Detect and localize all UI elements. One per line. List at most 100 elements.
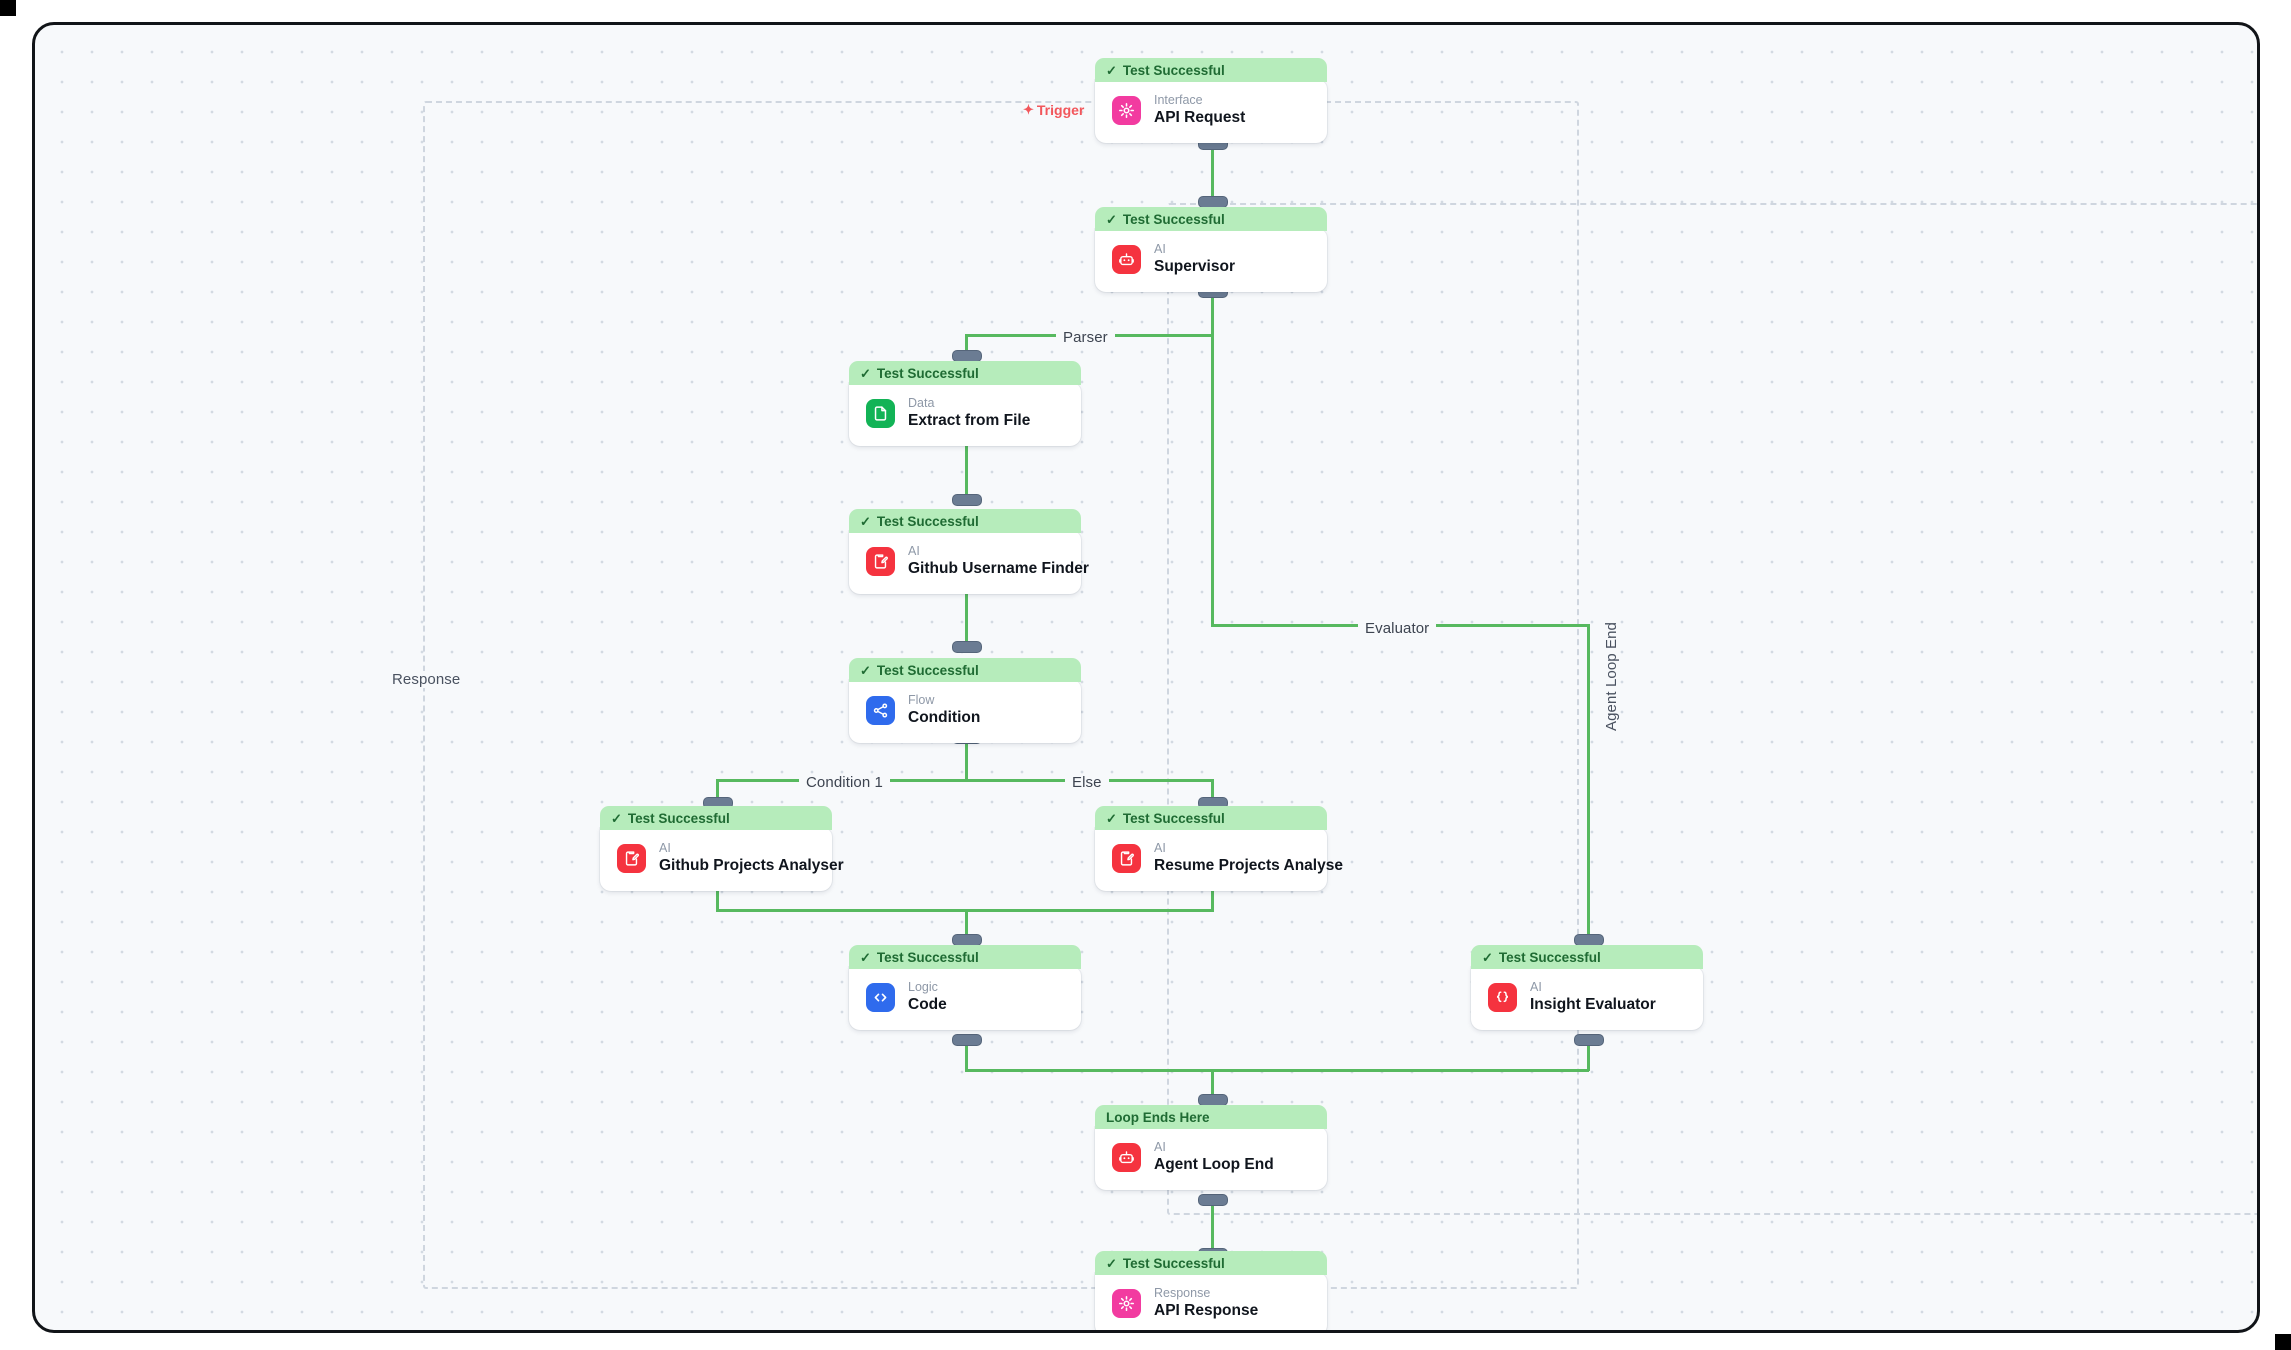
gear-icon	[1112, 95, 1141, 125]
node-status-label: Test Successful	[1122, 211, 1225, 227]
response-scope-label: Response	[385, 671, 468, 688]
node-body[interactable]: Logic Code	[849, 967, 1081, 1030]
node-status-banner: ✓ Test Successful	[849, 509, 1081, 533]
node-resume-projects-analyse[interactable]: ✓ Test Successful AI Resume Projects Ana…	[1095, 806, 1343, 891]
node-title: Supervisor	[1154, 258, 1235, 276]
node-kind: Interface	[1154, 93, 1203, 107]
node-status-label: Test Successful	[876, 365, 979, 381]
node-status-banner: ✓ Test Successful	[849, 945, 1081, 969]
node-title: Extract from File	[908, 412, 1031, 430]
edge-agent-loop-end-to-api-response	[1211, 1199, 1214, 1253]
node-text: AI Agent Loop End	[1154, 1140, 1274, 1175]
node-title: Resume Projects Analyse	[1154, 857, 1343, 875]
check-icon: ✓	[1106, 1255, 1117, 1271]
handle-username-finder-in[interactable]	[952, 494, 982, 506]
node-supervisor[interactable]: ✓ Test Successful AI Supervisor	[1095, 207, 1327, 292]
branch-icon	[866, 695, 895, 725]
handle-code-out[interactable]	[952, 1034, 982, 1046]
node-kind: AI	[1530, 980, 1542, 994]
edge-code-down	[965, 1039, 968, 1071]
check-icon: ✓	[611, 810, 622, 826]
check-icon: ✓	[1106, 62, 1117, 78]
node-body[interactable]: AI Github Projects Analyser	[600, 828, 844, 891]
edge-supervisor-to-evaluator	[1211, 291, 1214, 626]
edge-label-evaluator: Evaluator	[1358, 620, 1437, 637]
edge-extract-to-username-finder	[965, 437, 968, 499]
node-text: AI Supervisor	[1154, 242, 1235, 277]
node-text: AI Insight Evaluator	[1530, 980, 1656, 1015]
node-kind: AI	[908, 544, 920, 558]
node-body[interactable]: Interface API Request	[1095, 80, 1327, 143]
sparkle-icon: ✦	[1023, 102, 1034, 117]
node-body[interactable]: AI Github Username Finder	[849, 531, 1089, 594]
edge-condition-branch-left	[716, 779, 719, 802]
node-text: AI Github Username Finder	[908, 544, 1089, 579]
node-status-banner: ✓ Test Successful	[1095, 207, 1327, 231]
edge-condition-branch-right	[1211, 779, 1214, 802]
node-status-banner: ✓ Test Successful	[1095, 806, 1327, 830]
check-icon: ✓	[1106, 211, 1117, 227]
edge-to-agent-loop-end	[1211, 1069, 1214, 1098]
node-status-banner: ✓ Test Successful	[1095, 58, 1327, 82]
node-status-banner: ✓ Test Successful	[600, 806, 832, 830]
node-status-label: Test Successful	[876, 949, 979, 965]
node-condition[interactable]: ✓ Test Successful Flow Condition	[849, 658, 1081, 743]
page-corner-top-left	[0, 0, 16, 16]
check-icon: ✓	[860, 513, 871, 529]
trigger-label: Trigger	[1036, 102, 1085, 118]
node-status-label: Loop Ends Here	[1106, 1109, 1210, 1125]
node-kind: AI	[1154, 841, 1166, 855]
node-text: Data Extract from File	[908, 396, 1030, 431]
node-code[interactable]: ✓ Test Successful Logic Code	[849, 945, 1081, 1030]
note-edit-icon	[617, 843, 646, 873]
check-icon: ✓	[1106, 810, 1117, 826]
agent-loop-scope-boundary	[1167, 203, 2257, 1215]
node-body[interactable]: Flow Condition	[849, 680, 1081, 743]
response-scope-boundary	[423, 101, 1579, 1289]
node-kind: Logic	[908, 980, 938, 994]
node-github-username-finder[interactable]: ✓ Test Successful AI Github Username Fin…	[849, 509, 1089, 594]
node-body[interactable]: Data Extract from File	[849, 383, 1081, 446]
node-body[interactable]: Response API Response	[1095, 1273, 1327, 1330]
note-edit-icon	[866, 546, 895, 576]
handle-agent-loop-end-out[interactable]	[1198, 1194, 1228, 1206]
edge-loop-return-horizontal	[965, 1069, 1589, 1072]
node-status-label: Test Successful	[876, 513, 979, 529]
node-github-projects-analyser[interactable]: ✓ Test Successful AI Github Projects Ana…	[600, 806, 844, 891]
node-body[interactable]: AI Supervisor	[1095, 229, 1327, 292]
trigger-chip[interactable]: ✦ Trigger	[1023, 102, 1084, 118]
node-status-banner: ✓ Test Successful	[1471, 945, 1703, 969]
node-status-label: Test Successful	[1122, 810, 1225, 826]
node-insight-evaluator[interactable]: ✓ Test Successful AI Insight Evaluator	[1471, 945, 1703, 1030]
edge-api-request-to-supervisor	[1211, 143, 1214, 201]
node-api-request[interactable]: ✓ Test Successful Interface API Request	[1095, 58, 1327, 143]
node-title: API Request	[1154, 109, 1246, 127]
code-icon	[866, 982, 895, 1012]
node-title: API Response	[1154, 1302, 1259, 1320]
node-status-banner: ✓ Test Successful	[849, 658, 1081, 682]
node-body[interactable]: AI Resume Projects Analyse	[1095, 828, 1343, 891]
node-text: AI Resume Projects Analyse	[1154, 841, 1343, 876]
check-icon: ✓	[860, 365, 871, 381]
node-title: Insight Evaluator	[1530, 996, 1656, 1014]
edge-label-else: Else	[1065, 774, 1109, 791]
node-api-response[interactable]: ✓ Test Successful Response API Response	[1095, 1251, 1327, 1330]
node-extract-from-file[interactable]: ✓ Test Successful Data Extract from File	[849, 361, 1081, 446]
node-body[interactable]: AI Agent Loop End	[1095, 1127, 1327, 1190]
edge-label-condition-1: Condition 1	[799, 774, 890, 791]
node-agent-loop-end[interactable]: Loop Ends Here AI Agent Loop End	[1095, 1105, 1327, 1190]
edge-username-finder-to-condition	[965, 585, 968, 645]
node-kind: AI	[1154, 242, 1166, 256]
handle-insight-evaluator-out[interactable]	[1574, 1034, 1604, 1046]
node-text: AI Github Projects Analyser	[659, 841, 844, 876]
edge-condition-split	[716, 779, 1214, 782]
flow-canvas[interactable]: Response Agent Loop End Parser Evaluator…	[32, 22, 2260, 1333]
node-body[interactable]: AI Insight Evaluator	[1471, 967, 1703, 1030]
note-edit-icon	[1112, 843, 1141, 873]
node-title: Code	[908, 996, 947, 1014]
node-kind: Data	[908, 396, 935, 410]
handle-condition-in[interactable]	[952, 641, 982, 653]
node-text: Logic Code	[908, 980, 947, 1015]
edge-insight-evaluator-down	[1587, 1039, 1590, 1071]
